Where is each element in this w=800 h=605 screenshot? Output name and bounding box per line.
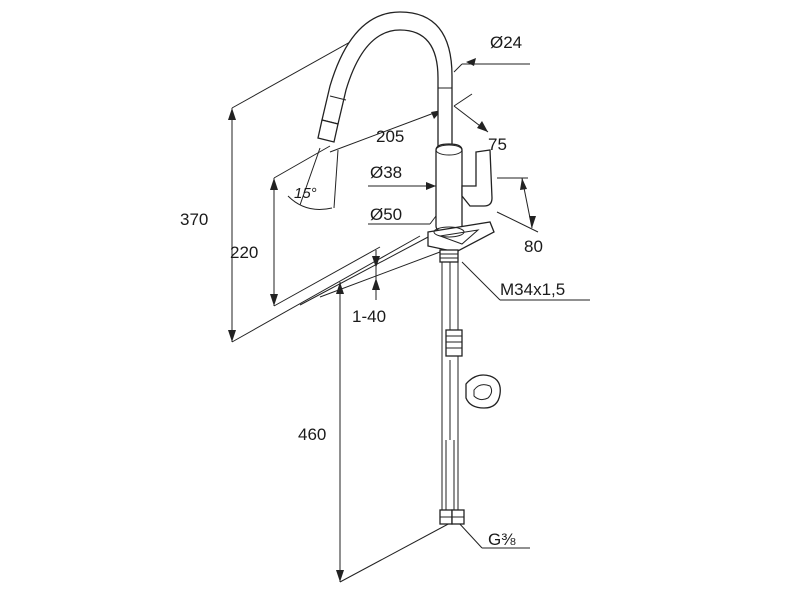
label-370: 370	[180, 210, 208, 229]
dim-80-bottom-ext	[496, 211, 539, 233]
hose-weight-inner	[473, 384, 493, 401]
dim-80-arrow-bottom	[529, 216, 536, 228]
label-angle-15: 15°	[294, 185, 317, 202]
dim-370-bottom-extension	[231, 235, 421, 343]
body-top-ring	[435, 144, 463, 156]
spout-head-joint	[329, 95, 347, 101]
leader-m34	[461, 261, 501, 301]
base-plate-cutout	[438, 229, 480, 245]
dim-460-arrow-bottom	[336, 570, 344, 582]
base-plate	[427, 221, 495, 253]
base-ring	[433, 226, 465, 238]
angle-line-b	[333, 149, 339, 209]
leader-d24-arrow	[466, 58, 476, 66]
faucet-body	[435, 143, 463, 233]
dim-80-arrow-top	[520, 178, 527, 190]
leader-d50-tip	[429, 215, 437, 225]
dim-205-line	[329, 109, 443, 153]
dim-460-arrow-top	[336, 282, 344, 294]
label-thread: M34x1,5	[500, 280, 565, 299]
deck-line-upper	[299, 235, 431, 306]
hose-weight	[465, 374, 501, 409]
spray-head	[317, 119, 339, 143]
hose-coupling	[445, 329, 463, 357]
dim-220-arrow-top	[270, 178, 278, 190]
thread-shank	[439, 249, 459, 263]
dim-75-arrow	[477, 121, 488, 132]
angle-arc	[287, 195, 333, 210]
dim-220-arrow-bottom	[270, 294, 278, 306]
dim-370-arrow-bottom	[228, 330, 236, 342]
label-80: 80	[524, 237, 543, 256]
lever-handle	[461, 149, 493, 207]
label-d24: Ø24	[490, 33, 522, 52]
label-d38: Ø38	[370, 163, 402, 182]
angle-line-a	[299, 147, 321, 206]
dim-1-40-arrow-bottom	[372, 278, 380, 290]
label-g38: G⅜	[488, 530, 516, 549]
dim-75-ext	[453, 93, 473, 107]
label-d50: Ø50	[370, 205, 402, 224]
dim-370-arrow-top	[228, 108, 236, 120]
spout-gooseneck	[321, 11, 453, 151]
dim-460-bottom-extension	[339, 521, 453, 583]
dim-1-40-arrow-top	[372, 256, 380, 268]
deck-line-lower	[319, 251, 441, 298]
label-1-40: 1-40	[352, 307, 386, 326]
dim-220-top-extension	[273, 145, 331, 179]
label-220: 220	[230, 243, 258, 262]
label-75: 75	[488, 135, 507, 154]
leader-d24-tip	[453, 63, 463, 73]
leader-g38	[457, 521, 483, 549]
dim-220-bottom-extension	[273, 246, 381, 307]
label-205: 205	[376, 127, 404, 146]
label-460: 460	[298, 425, 326, 444]
leader-d38-arrow	[426, 182, 436, 190]
